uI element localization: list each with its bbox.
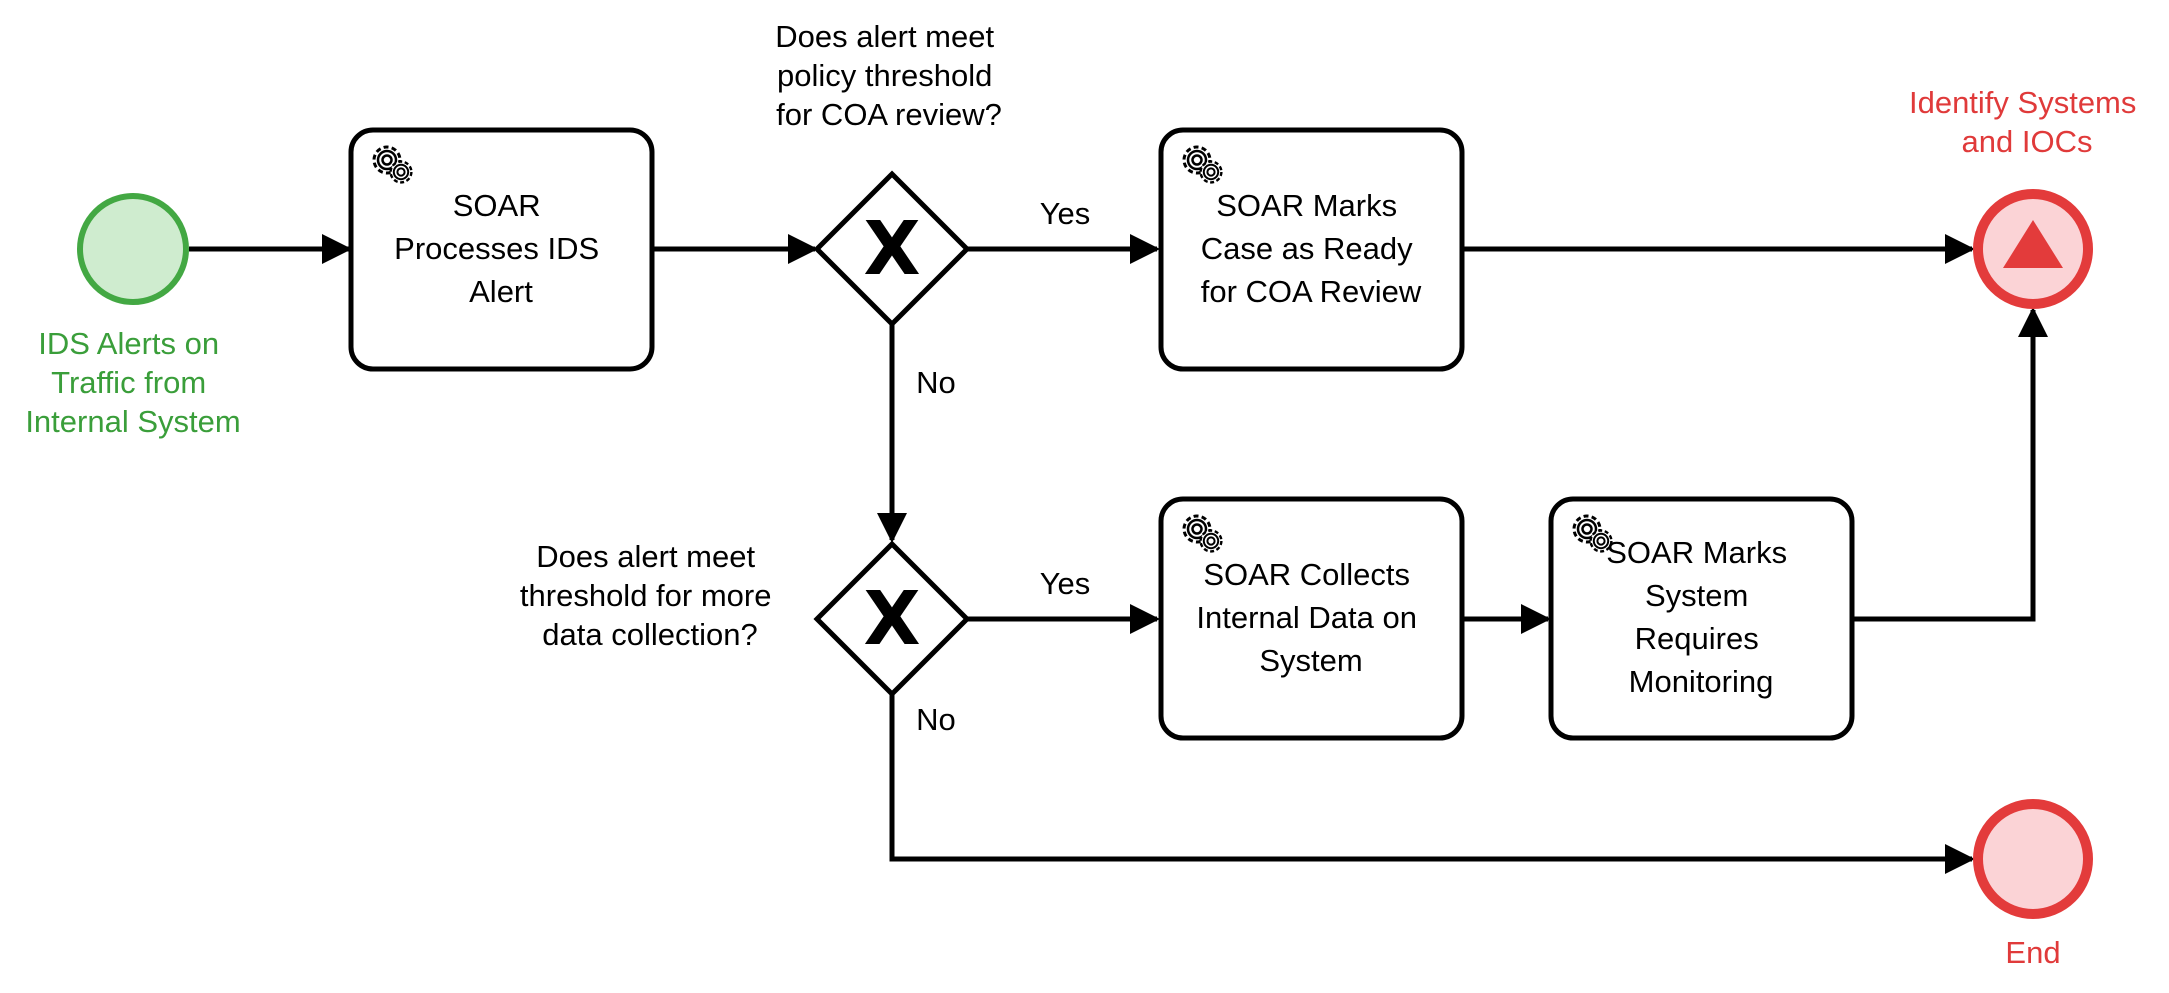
gateway-policy-threshold-marker: X [863, 206, 920, 292]
task-collect-data-label: SOAR Collects Internal Data on System [1196, 557, 1425, 678]
start-event: IDS Alerts on Traffic from Internal Syst… [25, 193, 241, 439]
task-mark-case-ready: SOAR Marks Case as Ready for COA Review [1158, 127, 1465, 372]
task-mark-monitoring-label: SOAR Marks System Requires Monitoring [1606, 535, 1795, 699]
task-collect-data: SOAR Collects Internal Data on System [1158, 496, 1465, 741]
task-mark-case-ready-label: SOAR Marks Case as Ready for COA Review [1201, 188, 1422, 309]
escalation-end-label: Identify Systems and IOCs [1909, 85, 2145, 159]
gateway-data-threshold-marker: X [863, 576, 920, 662]
task-process-alert-label: SOAR Processes IDS Alert [394, 188, 608, 309]
end-event: End [1973, 799, 2093, 970]
gateway-data-threshold-question: Does alert meet threshold for more data … [520, 539, 780, 652]
escalation-end-event: Identify Systems and IOCs [1909, 85, 2145, 309]
gateway-policy-threshold: X Does alert meet policy threshold for C… [775, 19, 1090, 400]
gateway-data-threshold-yes: Yes [1040, 566, 1091, 601]
flow-monitoring-to-escalation [1853, 307, 2048, 622]
end-event-label: End [2005, 935, 2060, 970]
end-event-circle [1973, 799, 2093, 919]
gateway-policy-threshold-question: Does alert meet policy threshold for COA… [775, 19, 1002, 132]
gateway-policy-threshold-no: No [916, 365, 956, 400]
gateway-data-threshold: X Does alert meet threshold for more dat… [520, 539, 1090, 737]
flow-gateway2-no [889, 694, 1975, 874]
start-event-circle [77, 193, 189, 305]
task-process-alert: SOAR Processes IDS Alert [348, 127, 655, 372]
task-mark-monitoring: SOAR Marks System Requires Monitoring [1548, 496, 1855, 741]
start-event-label: IDS Alerts on Traffic from Internal Syst… [25, 326, 240, 439]
gateway-policy-threshold-yes: Yes [1040, 196, 1091, 231]
gateway-data-threshold-no: No [916, 702, 956, 737]
escalation-triangle-icon [2003, 220, 2063, 268]
